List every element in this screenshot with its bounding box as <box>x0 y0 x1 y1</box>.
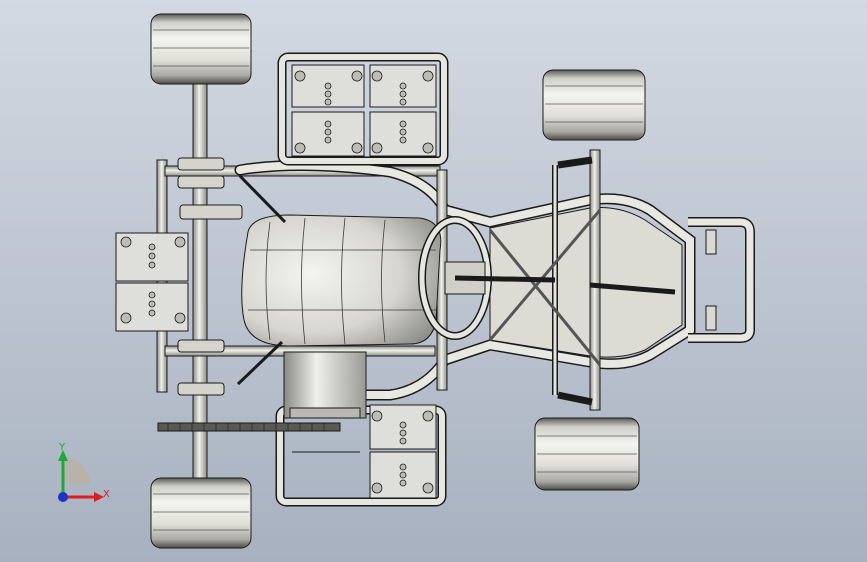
diagonal-brace-b <box>488 209 602 341</box>
x-axis-label: X <box>103 489 110 500</box>
axle-bearings[interactable] <box>177 157 243 396</box>
steering-arm-bottom[interactable] <box>557 391 593 406</box>
tire-tread-lines <box>153 29 643 531</box>
coordinate-triad: Y X <box>58 442 110 502</box>
x-axis-arrow-icon <box>94 492 104 502</box>
seat-strut-top <box>238 174 287 224</box>
front-wheel-top[interactable] <box>542 69 646 141</box>
rear-wheel-top[interactable] <box>150 13 252 85</box>
steering-arm-top[interactable] <box>557 156 593 169</box>
battery-terminals <box>120 70 434 494</box>
front-bumper-highlight <box>688 218 754 342</box>
electric-motor[interactable] <box>283 351 367 419</box>
rear-wheel-bottom[interactable] <box>150 477 252 549</box>
triad-plane <box>63 457 90 484</box>
kart-model[interactable] <box>115 13 755 549</box>
bumper-bracket-top <box>705 229 717 255</box>
steering-link[interactable] <box>589 282 676 295</box>
y-axis-label: Y <box>58 442 66 453</box>
bumper-bracket-bottom <box>705 305 717 331</box>
chain-links <box>167 423 325 431</box>
z-axis-dot <box>58 492 68 502</box>
seat-contour-lines <box>248 217 436 345</box>
front-cross-member[interactable] <box>589 149 601 411</box>
rear-axle[interactable] <box>192 77 208 479</box>
front-floor-tray[interactable] <box>489 207 683 358</box>
y-axis-arrow-icon <box>58 450 68 461</box>
motor-mount <box>289 407 361 419</box>
seat-strut-bottom <box>236 340 284 386</box>
diagonal-brace-a <box>488 229 602 366</box>
steering-column[interactable] <box>454 275 556 283</box>
drive-chain[interactable] <box>157 422 341 432</box>
